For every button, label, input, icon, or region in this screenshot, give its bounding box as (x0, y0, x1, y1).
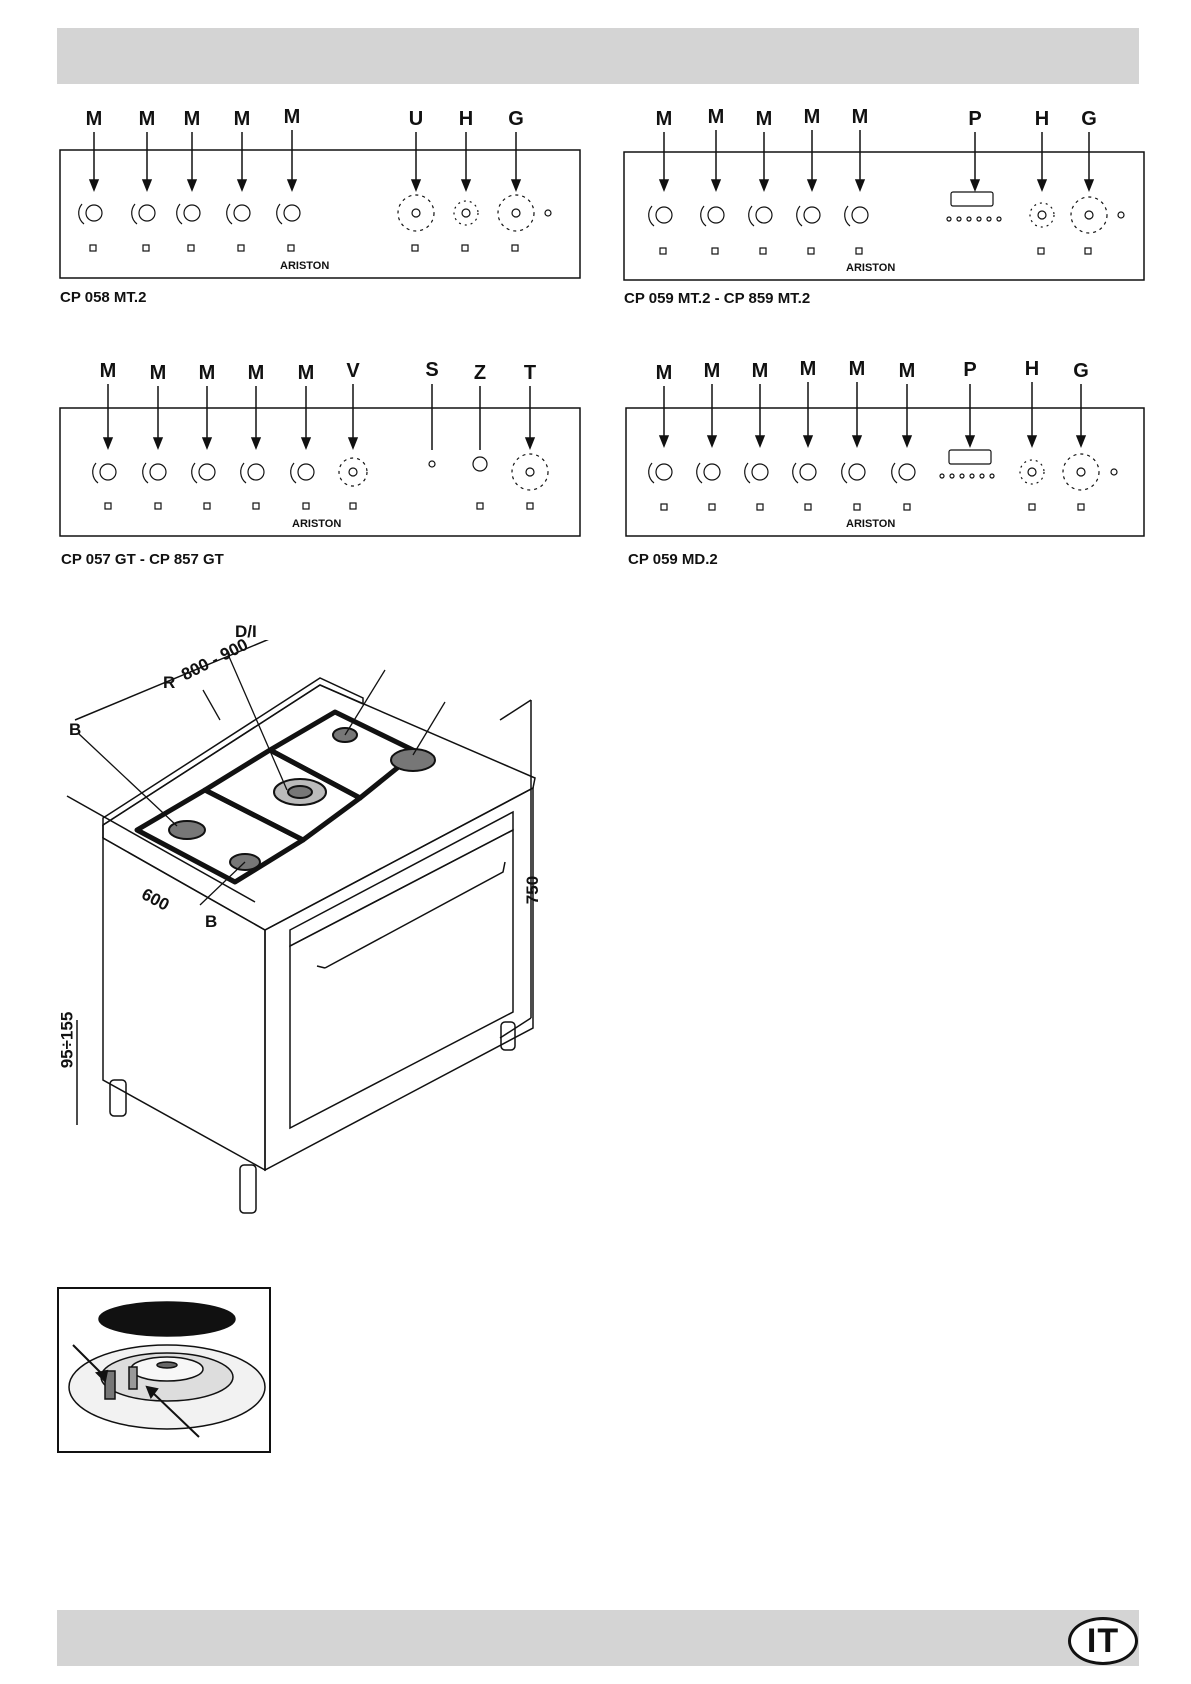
burner-detail-inset (57, 1287, 271, 1453)
caption-cp059md: CP 059 MD.2 (628, 551, 718, 568)
panel-3-drawing (60, 354, 580, 564)
header-band (57, 28, 1139, 84)
brand-logo: ARISTON (280, 260, 329, 272)
panel-1-drawing (60, 100, 580, 310)
cooker-isometric-diagram: D/I R 800 - 900 B B 600 750 95÷155 (55, 640, 575, 1230)
caption-cp059mt: CP 059 MT.2 - CP 859 MT.2 (624, 290, 810, 307)
control-panel-cp058: M M M M M U H G ARISTON (60, 100, 580, 310)
cooker-drawing (55, 640, 575, 1230)
dimension-feet: 95÷155 (57, 1012, 77, 1069)
label-b-bottom: B (205, 912, 217, 932)
label-b-top: B (69, 720, 81, 740)
control-panel-cp059mt: M M M M M P H G ARISTON (624, 100, 1144, 310)
panel-4-drawing (624, 354, 1144, 564)
control-panel-cp057gt: M M M M M V S Z T ARISTON (60, 354, 580, 564)
caption-cp058: CP 058 MT.2 (60, 289, 146, 306)
language-badge: IT (1068, 1617, 1138, 1665)
footer-band (57, 1610, 1139, 1666)
burner-detail-drawing (59, 1289, 269, 1451)
brand-logo: ARISTON (846, 262, 895, 274)
control-panel-cp059md: M M M M M M P H G ARISTON (624, 354, 1144, 564)
brand-logo: ARISTON (292, 518, 341, 530)
label-r: R (163, 673, 175, 693)
panel-2-drawing (624, 100, 1144, 310)
brand-logo: ARISTON (846, 518, 895, 530)
dimension-height: 750 (523, 876, 543, 904)
caption-cp057gt: CP 057 GT - CP 857 GT (61, 551, 224, 568)
